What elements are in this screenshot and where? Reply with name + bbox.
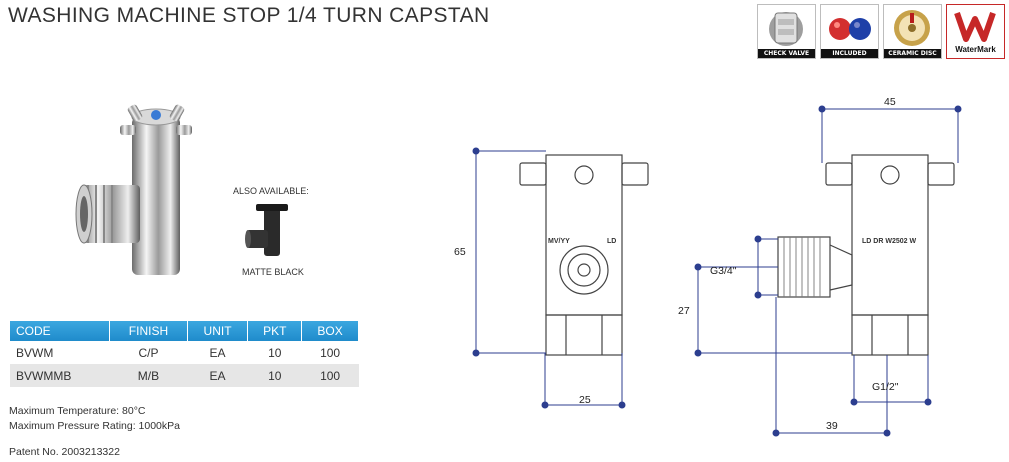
feature-badges: CHECK VALVE INCLUDED CERAMIC DISC WaterM…: [757, 4, 1005, 59]
watermark-logo: [954, 12, 996, 42]
column-header-finish: FINISH: [109, 321, 188, 341]
badge-label: CERAMIC DISC: [884, 49, 941, 58]
dim-outlet-height: 27: [678, 305, 690, 317]
page-title: WASHING MACHINE STOP 1/4 TURN CAPSTAN: [8, 4, 490, 27]
cell-finish: C/P: [109, 341, 188, 364]
technical-drawing: 65 25 45 G3/4" 27 G1/2" 39 MV/YY LD LD D…: [454, 96, 962, 437]
badge-label: INCLUDED: [821, 49, 878, 58]
also-available-label: ALSO AVAILABLE:: [233, 186, 309, 196]
matte-black-label: MATTE BLACK: [242, 267, 304, 277]
column-header-code: CODE: [10, 321, 111, 341]
column-header-box: BOX: [301, 321, 359, 341]
cell-box: 100: [301, 341, 359, 364]
dim-top-width: 45: [884, 96, 896, 108]
hot-cold-indicator-icon: [829, 18, 871, 40]
cell-unit: EA: [187, 364, 248, 387]
watermark-label: WaterMark: [955, 45, 996, 54]
cell-box: 100: [301, 364, 359, 387]
dimension-lines: [472, 105, 962, 437]
product-image-matte-black: [245, 204, 288, 256]
dim-front-width: 25: [579, 394, 591, 406]
table-header-row: CODE FINISH UNIT PKT BOX: [10, 321, 359, 341]
marking-side: LD DR W2502 W: [862, 238, 916, 245]
cell-finish: M/B: [109, 364, 188, 387]
cell-pkt: 10: [247, 341, 302, 364]
table-row: BVWM C/P EA 10 100: [10, 341, 359, 364]
dim-height: 65: [454, 246, 466, 258]
badge-label: CHECK VALVE: [758, 49, 815, 58]
badge-ceramic-disc: CERAMIC DISC: [883, 4, 942, 59]
table-row: BVWMMB M/B EA 10 100: [10, 364, 359, 387]
column-header-pkt: PKT: [247, 321, 303, 341]
cell-unit: EA: [187, 341, 248, 364]
check-valve-icon: [769, 12, 803, 46]
side-view-outline: [777, 154, 955, 356]
column-header-unit: UNIT: [187, 321, 249, 341]
product-spec-table: CODE FINISH UNIT PKT BOX BVWM C/P EA 10 …: [10, 321, 359, 387]
marking-front-left: MV/YY: [548, 238, 570, 245]
max-pressure-note: Maximum Pressure Rating: 1000kPa: [9, 420, 180, 432]
cell-pkt: 10: [247, 364, 302, 387]
badge-check-valve: CHECK VALVE: [757, 4, 816, 59]
max-temperature-note: Maximum Temperature: 80°C: [9, 405, 146, 417]
marking-front-right: LD: [607, 238, 616, 245]
badge-included: INCLUDED: [820, 4, 879, 59]
dim-thread-top: G3/4": [710, 265, 737, 277]
badge-watermark: WaterMark: [946, 4, 1005, 59]
thread-lines: [783, 237, 821, 297]
dim-thread-bottom: G1/2": [872, 381, 899, 393]
front-view-outline: [519, 154, 649, 356]
patent-number: Patent No. 2003213322: [9, 446, 120, 458]
cell-code: BVWMMB: [10, 364, 110, 387]
product-image-chrome: [75, 104, 192, 275]
cell-code: BVWM: [10, 341, 110, 364]
dim-depth: 39: [826, 420, 838, 432]
ceramic-disc-icon: [894, 10, 930, 46]
